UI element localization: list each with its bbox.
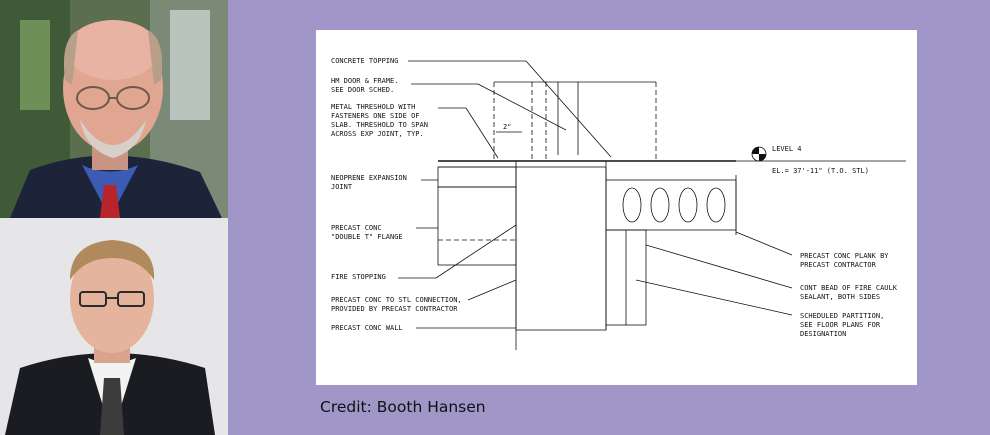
label-slab-threshold: SLAB. THRESHOLD TO SPAN: [331, 121, 428, 129]
label-neoprene: NEOPRENE EXPANSION: [331, 174, 407, 182]
label-plank: PRECAST CONC PLANK BY: [800, 252, 889, 260]
label-sealant: SEALANT, BOTH SIDES: [800, 293, 880, 301]
label-designation: DESIGNATION: [800, 330, 846, 338]
label-across-exp-joint: ACROSS EXP JOINT, TYP.: [331, 130, 424, 138]
label-precast-contractor: PROVIDED BY PRECAST CONTRACTOR: [331, 305, 458, 313]
label-hm-door: HM DOOR & FRAME.: [331, 77, 398, 85]
label-metal-threshold: METAL THRESHOLD WITH: [331, 103, 415, 111]
portrait-photo-bottom: [0, 218, 228, 435]
label-floor-plans: SEE FLOOR PLANS FOR: [800, 321, 881, 329]
dimension-label: 2": [503, 123, 511, 131]
label-see-door-sched: SEE DOOR SCHED.: [331, 86, 394, 94]
label-concrete-topping: CONCRETE TOPPING: [331, 57, 398, 65]
label-fire-stopping: FIRE STOPPING: [331, 273, 386, 281]
label-precast-conc: PRECAST CONC: [331, 224, 382, 232]
label-stl-connection: PRECAST CONC TO STL CONNECTION,: [331, 296, 462, 304]
credit-caption: Credit: Booth Hansen: [320, 398, 486, 416]
portrait-photo-top: [0, 0, 228, 218]
label-fire-caulk: CONT BEAD OF FIRE CAULK: [800, 284, 898, 292]
label-fasteners: FASTENERS ONE SIDE OF: [331, 112, 420, 120]
architectural-detail-drawing: CONCRETE TOPPING HM DOOR & FRAME. SEE DO…: [316, 30, 917, 385]
label-joint: JOINT: [331, 183, 353, 191]
label-double-t: "DOUBLE T" FLANGE: [331, 233, 403, 241]
label-partition: SCHEDULED PARTITION,: [800, 312, 884, 320]
label-precast-wall: PRECAST CONC WALL: [331, 324, 403, 332]
level-label: LEVEL 4: [772, 145, 802, 153]
elevation-label: EL.= 37'-11" (T.O. STL): [772, 167, 869, 175]
label-plank-contractor: PRECAST CONTRACTOR: [800, 261, 877, 269]
